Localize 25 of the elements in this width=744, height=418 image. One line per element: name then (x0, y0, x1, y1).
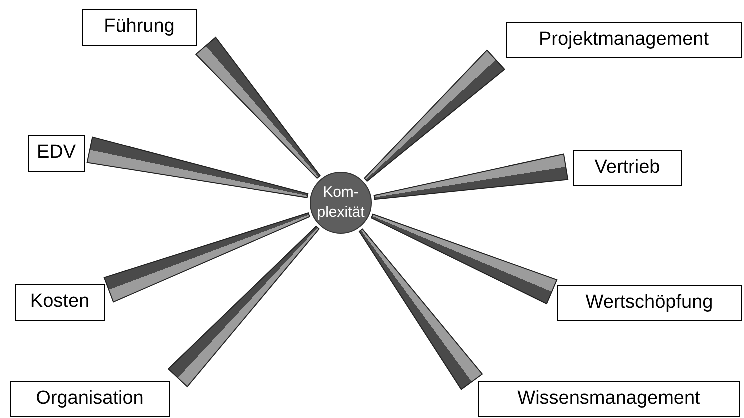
wedge-connector (195, 36, 321, 180)
wedge-connector (374, 154, 569, 200)
label-box (10, 381, 170, 417)
node-label: Kom-plexität (316, 183, 366, 223)
label-box (82, 9, 197, 46)
node-label: Führung (104, 15, 175, 40)
wedge-connector (358, 228, 484, 390)
label-box (506, 22, 742, 58)
wedge-connector (370, 214, 558, 305)
label-box (28, 135, 85, 172)
node-label: EDV (36, 141, 76, 166)
node-label: Wissensmanagement (518, 386, 700, 411)
node-label: Kosten (30, 290, 90, 314)
node-label: Organisation (36, 386, 144, 411)
label-box (478, 381, 740, 417)
wedge-connector (86, 136, 309, 198)
label-box (15, 284, 105, 321)
label-box (573, 150, 682, 186)
wedge-connector (168, 226, 320, 388)
node-label: Projektmanagement (538, 28, 710, 52)
wedge-connector (104, 212, 311, 303)
node-label: Wertschöpfung (586, 290, 714, 315)
wedge-connector (364, 50, 506, 182)
label-box (557, 285, 742, 321)
node-label: Vertrieb (594, 156, 660, 180)
